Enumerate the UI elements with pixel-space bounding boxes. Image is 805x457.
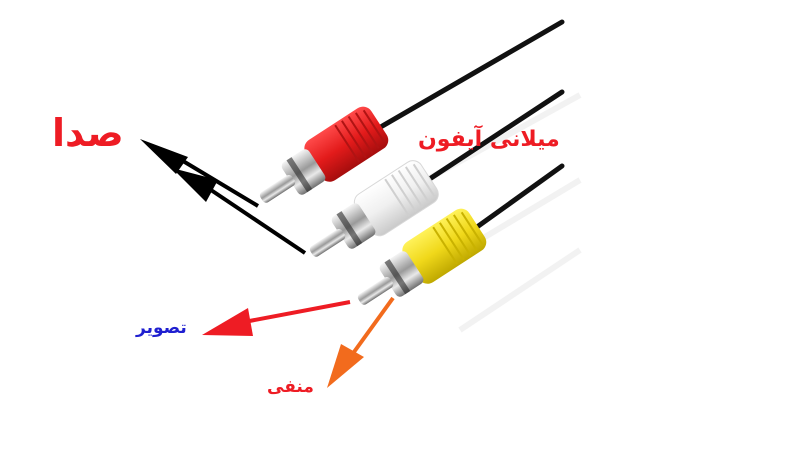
audio-arrow-red-plug xyxy=(140,139,260,208)
white-rca-plug xyxy=(309,160,439,257)
ground-arrow xyxy=(327,296,395,388)
video-arrow xyxy=(202,300,351,336)
ground-label: منفی xyxy=(267,377,314,397)
audio-label: صدا xyxy=(52,111,124,155)
yellow-rca-plug xyxy=(357,208,487,305)
red-rca-plug xyxy=(259,106,389,203)
brand-watermark-label: میلانی آیفون xyxy=(418,127,560,152)
cables xyxy=(369,19,565,235)
video-label: تصویر xyxy=(136,318,187,338)
audio-arrow-white-plug xyxy=(172,168,307,255)
